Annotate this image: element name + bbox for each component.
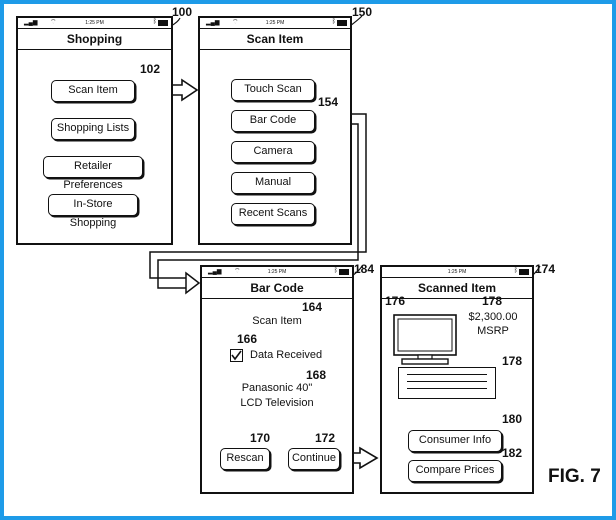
manual-button[interactable]: Manual	[231, 172, 315, 194]
shopping-lists-button[interactable]: Shopping Lists	[51, 118, 135, 140]
screen-title: Bar Code	[202, 278, 352, 299]
signal-icon: ▂▄▆	[206, 20, 220, 26]
ref-178-price: 178	[482, 294, 503, 308]
wifi-icon: ⌔	[232, 19, 239, 26]
scan-item-screen: ▂▄▆ ⌔ 1:25 PM ᛒ Scan Item Touch Scan Bar…	[198, 16, 352, 245]
scan-item-button[interactable]: Scan Item	[51, 80, 135, 102]
wifi-icon: ⌔	[50, 19, 57, 26]
ref-180: 180	[502, 412, 523, 426]
bluetooth-icon: ᛒ	[152, 18, 157, 25]
retailer-preferences-button[interactable]: Retailer Preferences	[43, 156, 143, 191]
ref-172: 172	[315, 431, 336, 445]
signal-icon: ▂▄▆	[208, 269, 222, 275]
ref-102: 102	[140, 62, 161, 76]
data-received-checkbox[interactable]	[230, 349, 243, 362]
screen-title: Shopping	[18, 29, 171, 50]
status-time: 1:25 PM	[85, 19, 104, 26]
battery-icon	[158, 20, 168, 26]
signal-icon: ▂▄▆	[24, 20, 38, 26]
scan-item-label: Scan Item	[252, 315, 302, 327]
ref-170: 170	[250, 431, 271, 445]
recent-scans-button[interactable]: Recent Scans	[231, 203, 315, 225]
status-bar: ▂▄▆ ⌔ 1:25 PM ᛒ	[202, 267, 352, 278]
battery-icon	[339, 269, 349, 275]
ref-176: 176	[385, 294, 406, 308]
ref-154: 154	[318, 95, 339, 109]
ref-182: 182	[502, 446, 523, 460]
figure-label: FIG. 7	[548, 466, 601, 487]
bluetooth-icon: ᛒ	[333, 267, 338, 274]
status-bar: ▂▄▆ ⌔ 1:25 PM ᛒ	[18, 18, 171, 29]
shopping-screen: ▂▄▆ ⌔ 1:25 PM ᛒ Shopping Scan Item Shopp…	[16, 16, 173, 245]
ref-164: 164	[302, 300, 323, 314]
ref-168: 168	[306, 368, 327, 382]
bar-code-button[interactable]: Bar Code	[231, 110, 315, 132]
ref-166: 166	[237, 332, 258, 346]
product-name-line2: LCD Television	[240, 397, 314, 409]
camera-button[interactable]: Camera	[231, 141, 315, 163]
status-time: 1:25 PM	[265, 19, 285, 26]
battery-icon	[519, 269, 529, 275]
continue-button[interactable]: Continue	[288, 448, 340, 470]
bluetooth-icon: ᛒ	[331, 18, 336, 25]
consumer-info-button[interactable]: Consumer Info	[408, 430, 502, 452]
screen-title: Scanned Item	[382, 278, 532, 299]
bluetooth-icon: ᛒ	[513, 267, 518, 274]
bar-code-screen: ▂▄▆ ⌔ 1:25 PM ᛒ Bar Code Scan Item Data …	[200, 265, 354, 494]
scanned-item-screen: 1:25 PM ᛒ Scanned Item $2,300.00 MSRP Co…	[380, 265, 534, 494]
product-name-line1: Panasonic 40"	[241, 382, 313, 394]
ref-178-text: 178	[502, 354, 523, 368]
price-msrp-label: MSRP	[477, 325, 509, 337]
status-time: 1:25 PM	[267, 268, 287, 275]
television-icon	[393, 314, 457, 365]
battery-icon	[337, 20, 347, 26]
compare-prices-button[interactable]: Compare Prices	[408, 460, 502, 482]
status-time: 1:25 PM	[447, 268, 467, 275]
status-bar: 1:25 PM ᛒ	[382, 267, 532, 278]
screen-title: Scan Item	[200, 29, 350, 50]
ref-100: 100	[172, 5, 193, 19]
ref-150: 150	[352, 5, 373, 19]
in-store-shopping-button[interactable]: In-Store Shopping	[48, 194, 138, 229]
price-value: $2,300.00	[468, 311, 518, 323]
ref-184: 184	[354, 262, 375, 276]
product-description-block	[398, 367, 496, 399]
touch-scan-button[interactable]: Touch Scan	[231, 79, 315, 101]
rescan-button[interactable]: Rescan	[220, 448, 270, 470]
ref-174: 174	[535, 262, 556, 276]
wifi-icon: ⌔	[234, 268, 241, 275]
data-received-label: Data Received	[250, 349, 323, 361]
status-bar: ▂▄▆ ⌔ 1:25 PM ᛒ	[200, 18, 350, 29]
checkmark-icon	[231, 350, 242, 361]
